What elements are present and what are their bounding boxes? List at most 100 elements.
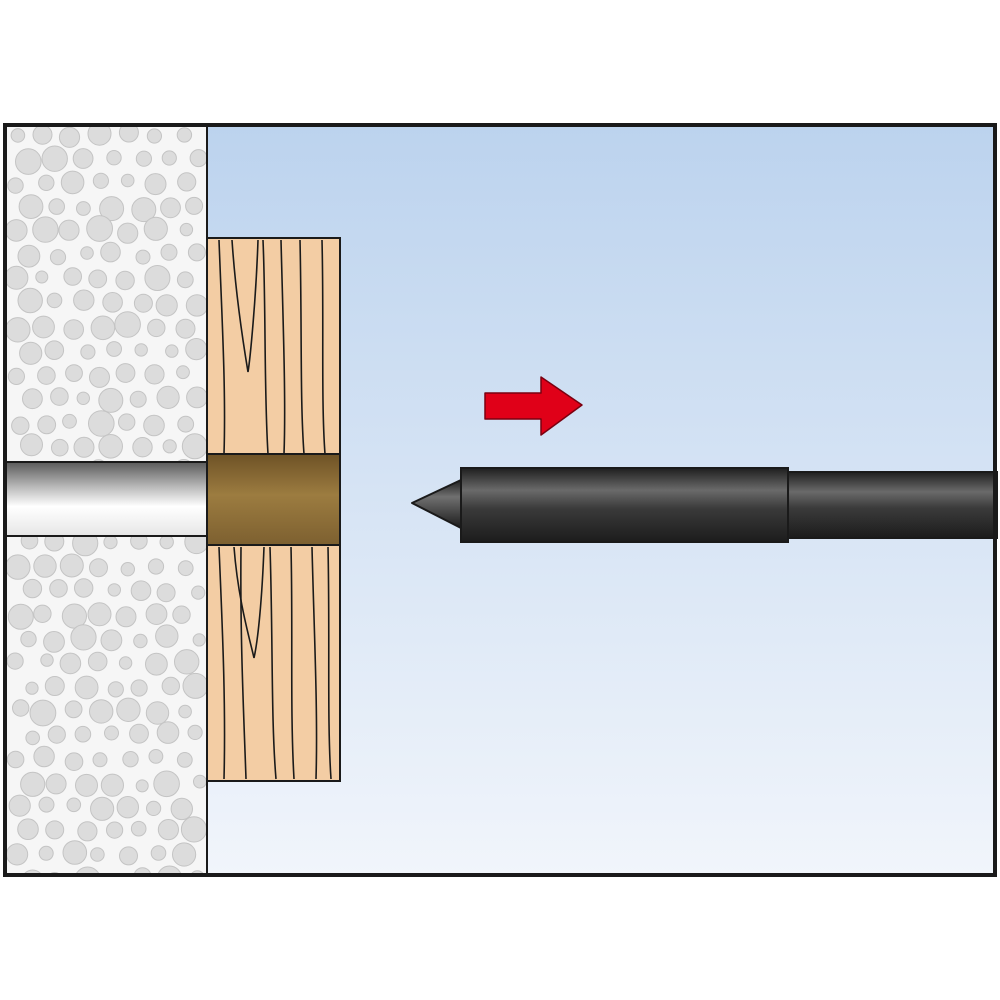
direction-arrow <box>484 376 583 436</box>
wall-pebble <box>176 752 193 768</box>
wall-pebble <box>7 177 24 194</box>
wall-pebble <box>106 341 122 357</box>
wall-pebble <box>122 751 139 768</box>
wall-pebble <box>176 271 194 289</box>
wall-pebble <box>75 866 101 875</box>
wall-pebble <box>5 554 31 580</box>
wall-pebble <box>177 172 197 192</box>
wall-pebble <box>64 752 84 772</box>
wall-pebble <box>146 800 162 817</box>
wall-pebble <box>134 343 148 357</box>
wooden-board-upper <box>206 237 341 455</box>
wall-pebble <box>162 439 177 454</box>
wall-pebble <box>185 338 207 361</box>
wall-pebble <box>174 649 200 675</box>
wall-pebble <box>98 434 123 459</box>
wall-pebble <box>8 794 31 817</box>
wall-pebble <box>80 246 94 260</box>
wall-pebble <box>187 724 203 741</box>
wall-pebble <box>155 294 178 317</box>
wall-pebble <box>6 843 29 866</box>
wall-pebble <box>115 363 136 383</box>
wall-pebble <box>104 725 119 741</box>
wall-pebble <box>38 796 55 813</box>
wall-pebble <box>143 414 165 437</box>
wall-pebble <box>74 578 94 598</box>
wall-pebble <box>35 270 49 284</box>
wall-pebble <box>191 585 206 600</box>
wall-pebble <box>156 583 176 603</box>
wall-pebble <box>147 558 165 575</box>
wall-pebble <box>73 289 95 311</box>
wood-grain-lines <box>218 239 332 780</box>
wall-pebble <box>38 845 54 861</box>
wall-pebble <box>76 201 91 216</box>
wall-pebble <box>65 364 83 383</box>
wall-pebble <box>106 150 122 166</box>
wall-pebble <box>32 125 53 145</box>
wall-pebble <box>115 270 135 291</box>
wall-pebble <box>77 821 98 842</box>
wall-pebble <box>41 145 68 172</box>
wall-pebble <box>92 172 110 189</box>
wall-pebble <box>120 173 135 188</box>
wall-pebble <box>119 846 138 866</box>
wall-pebble <box>5 317 31 343</box>
wall-pebble <box>88 269 108 289</box>
wall-pebble <box>12 699 30 717</box>
setting-tool-front-section <box>460 467 789 543</box>
wall-pebble <box>160 197 181 219</box>
wall-pebble <box>62 413 77 429</box>
wall-pebble <box>161 676 181 696</box>
drill-hole <box>4 461 208 537</box>
wall-pebble <box>48 198 66 215</box>
wall-pebble <box>70 624 97 651</box>
wall-pebble <box>180 816 207 843</box>
setting-tool-shaft <box>787 471 998 539</box>
wall-pebble <box>87 602 112 627</box>
wall-pebble <box>160 243 178 261</box>
wall-pebble <box>86 215 113 242</box>
wall-pebble <box>40 653 54 667</box>
wall-pebble <box>172 842 197 867</box>
wall-pebble <box>37 366 56 385</box>
wall-pebble <box>186 386 207 409</box>
wall-pebble <box>161 150 177 166</box>
wall-pebble <box>51 438 69 457</box>
wall-pebble <box>159 534 174 550</box>
wall-pebble <box>60 170 85 195</box>
wall-pebble <box>14 148 42 175</box>
wall-pebble <box>62 840 88 865</box>
wall-pebble <box>58 219 80 241</box>
wall-pebble <box>98 387 124 413</box>
wall-pebble <box>106 821 124 839</box>
wall-pebble <box>63 267 82 286</box>
wall-pebble <box>135 249 151 265</box>
wall-pebble <box>80 344 96 360</box>
wall-pebble <box>145 603 168 625</box>
wall-pebble <box>22 578 43 599</box>
wall-pebble <box>73 436 95 458</box>
wall-pebble <box>89 558 108 578</box>
wall-pebble <box>32 216 59 243</box>
wall-pebble <box>156 721 180 744</box>
wall-pebble <box>7 367 25 385</box>
wall-pebble <box>103 535 118 550</box>
wall-pebble <box>170 797 194 821</box>
wall-pebble <box>100 773 125 797</box>
wall-pebble <box>59 553 84 578</box>
wall-pebble <box>99 196 125 222</box>
wall-pebble <box>115 606 137 628</box>
wall-pebble <box>11 416 30 435</box>
wall-pebble <box>192 633 206 647</box>
wall-pebble <box>176 127 193 143</box>
wall-pebble <box>92 752 108 768</box>
wall-pebble <box>74 675 99 700</box>
wall-pebble <box>43 631 65 653</box>
wall-pebble <box>144 364 165 385</box>
wall-pebble <box>25 730 41 746</box>
wall-pebble <box>87 651 108 672</box>
wall-pebble <box>90 847 105 862</box>
wall-pebble <box>189 149 207 168</box>
wall-pebble <box>76 391 91 405</box>
